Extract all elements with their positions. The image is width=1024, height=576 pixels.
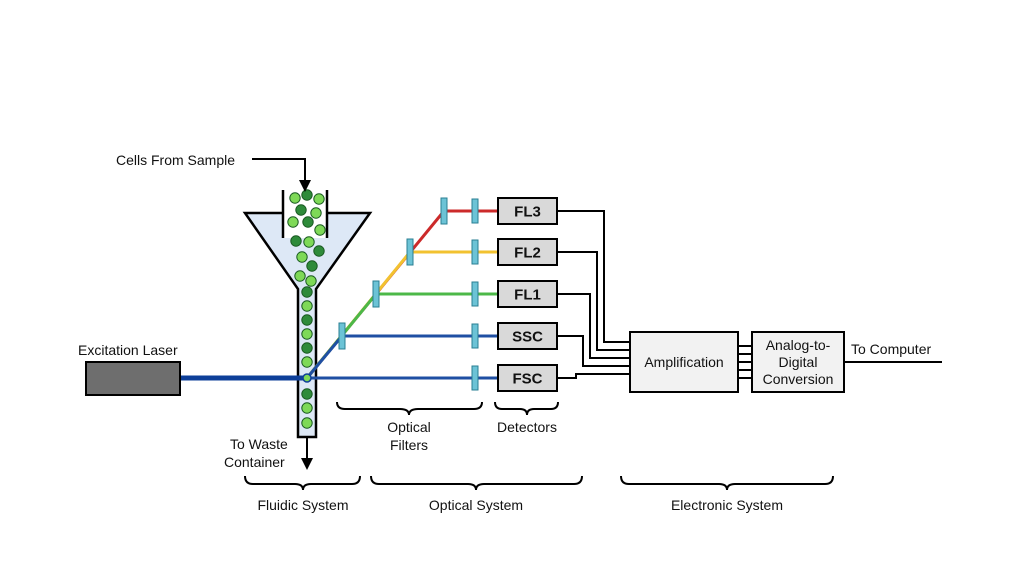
cell [301, 402, 313, 414]
wire-fsc [557, 373, 630, 379]
detector-label-fl1: FL1 [514, 287, 541, 304]
interrogation-point [302, 373, 312, 383]
optical-system-label: Optical System [429, 497, 523, 513]
amplification-label: Amplification [644, 354, 723, 370]
detector-label-ssc: SSC [512, 329, 543, 346]
cell [301, 300, 313, 312]
bandpass-filter-fl2 [471, 239, 479, 265]
fluidic-system-label: Fluidic System [257, 497, 348, 513]
wire-fl3 [557, 210, 630, 343]
cell [295, 204, 307, 216]
detector-fsc [497, 364, 558, 392]
cell [306, 260, 318, 272]
wire-ssc [557, 335, 630, 367]
fluidic-system-brace [244, 475, 361, 491]
cell [305, 275, 317, 287]
cells-in-stream [287, 189, 326, 429]
optical-system-brace [370, 475, 583, 491]
electronic-system-brace [620, 475, 834, 491]
excitation-laser-label: Excitation Laser [78, 342, 178, 358]
detector-label-fl3: FL3 [514, 204, 541, 221]
cell [301, 417, 313, 429]
sample-arrow [252, 158, 311, 192]
dichroic-mirror-fl3 [440, 197, 448, 225]
cell [296, 251, 308, 263]
optical-filters [338, 197, 479, 391]
dichroic-mirror-ssc [338, 322, 346, 350]
cell [313, 245, 325, 257]
optical-filters-label-line2: Filters [390, 437, 428, 453]
detector-fl3 [497, 197, 558, 225]
bandpass-filter-fl1 [471, 281, 479, 307]
adc-box [751, 331, 845, 393]
optical-filters-label-line1: Optical [387, 419, 431, 435]
fluidic-system [242, 189, 373, 439]
to-waste-label-line2: Container [224, 454, 285, 470]
cell [301, 388, 313, 400]
cell [301, 328, 313, 340]
cell [294, 270, 306, 282]
wire-fl1 [557, 293, 630, 359]
electronic-system-label: Electronic System [671, 497, 783, 513]
cell [313, 193, 325, 205]
cell [301, 356, 313, 368]
cell [301, 314, 313, 326]
wire-fl2 [557, 251, 630, 351]
cells-from-sample-label: Cells From Sample [116, 152, 235, 168]
bandpass-filter-ssc [471, 323, 479, 349]
cell [301, 342, 313, 354]
dichroic-mirror-fl1 [372, 280, 380, 308]
detectors-label: Detectors [497, 419, 557, 435]
cell [301, 189, 313, 201]
bandpass-filter-fl3 [471, 198, 479, 224]
bandpass-filter-fsc [471, 365, 479, 391]
signal-wires [557, 210, 752, 379]
detector-fl2 [497, 238, 558, 266]
cell [310, 207, 322, 219]
to-computer-label: To Computer [851, 341, 931, 357]
adc-label-line2: Digital [779, 354, 818, 370]
dichroic-mirror-fl2 [406, 238, 414, 266]
amplification-box [629, 331, 739, 393]
adc-label-line1: Analog-to- [766, 337, 831, 353]
cell [287, 216, 299, 228]
detectors-brace [494, 401, 559, 416]
detector-label-fl2: FL2 [514, 245, 541, 262]
cell [301, 286, 313, 298]
cell [302, 216, 314, 228]
laser-body [85, 361, 181, 396]
detector-ssc [497, 322, 558, 350]
beam-diagonal-ssc [305, 335, 344, 379]
to-waste-label-line1: To Waste [230, 436, 288, 452]
cell [289, 192, 301, 204]
cell [314, 224, 326, 236]
optical-filters-brace [336, 401, 483, 416]
adc-label-line3: Conversion [763, 371, 834, 387]
cell [290, 235, 302, 247]
detector-label-fsc: FSC [513, 371, 543, 388]
cell [303, 236, 315, 248]
